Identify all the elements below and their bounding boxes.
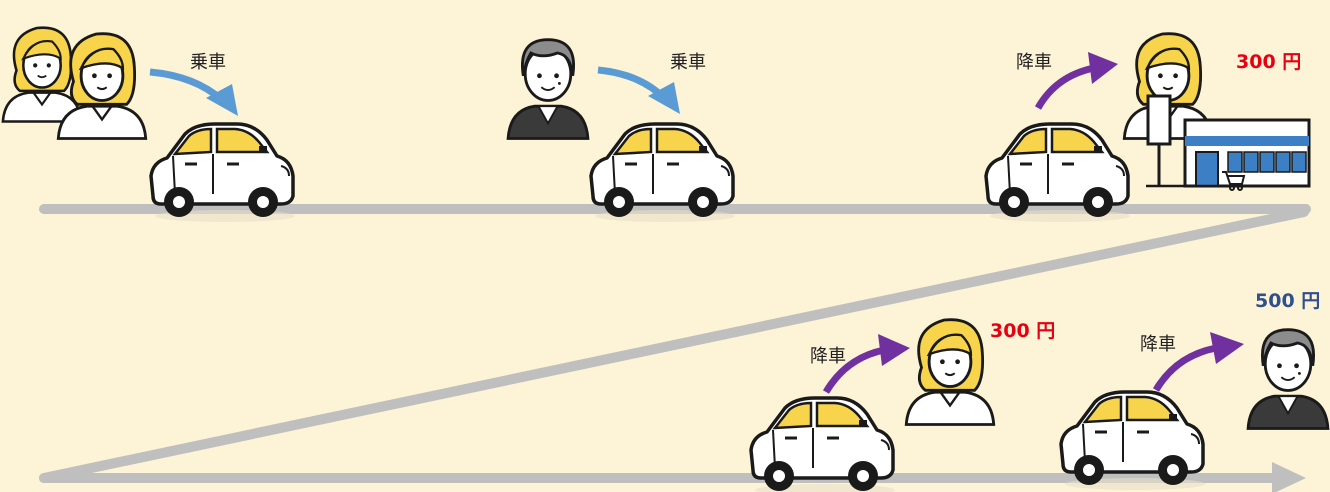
man-icon [506,38,590,140]
arrow-icon [822,334,910,394]
fare-label: 500 円 [1255,290,1321,312]
man-icon [1246,328,1330,430]
woman-icon [56,32,148,140]
arrow-icon [1034,52,1118,110]
convenience-store-icon [1146,118,1311,188]
board-label: 乗車 [190,52,226,73]
arrow-icon [1152,332,1244,392]
shopping-cart-icon [1222,171,1246,191]
arrow-icon [597,66,680,114]
arrow-icon [149,68,238,116]
board-label: 乗車 [670,52,706,73]
fare-label: 300 円 [1236,51,1302,73]
alight-label: 降車 [1140,334,1176,355]
alight-label: 降車 [1016,52,1052,73]
bus-stop-icon [1146,94,1172,186]
car-icon [749,396,897,492]
fare-label: 300 円 [990,320,1056,342]
woman-icon [904,318,996,426]
woman-icon [1,26,83,123]
alight-label: 降車 [810,346,846,367]
